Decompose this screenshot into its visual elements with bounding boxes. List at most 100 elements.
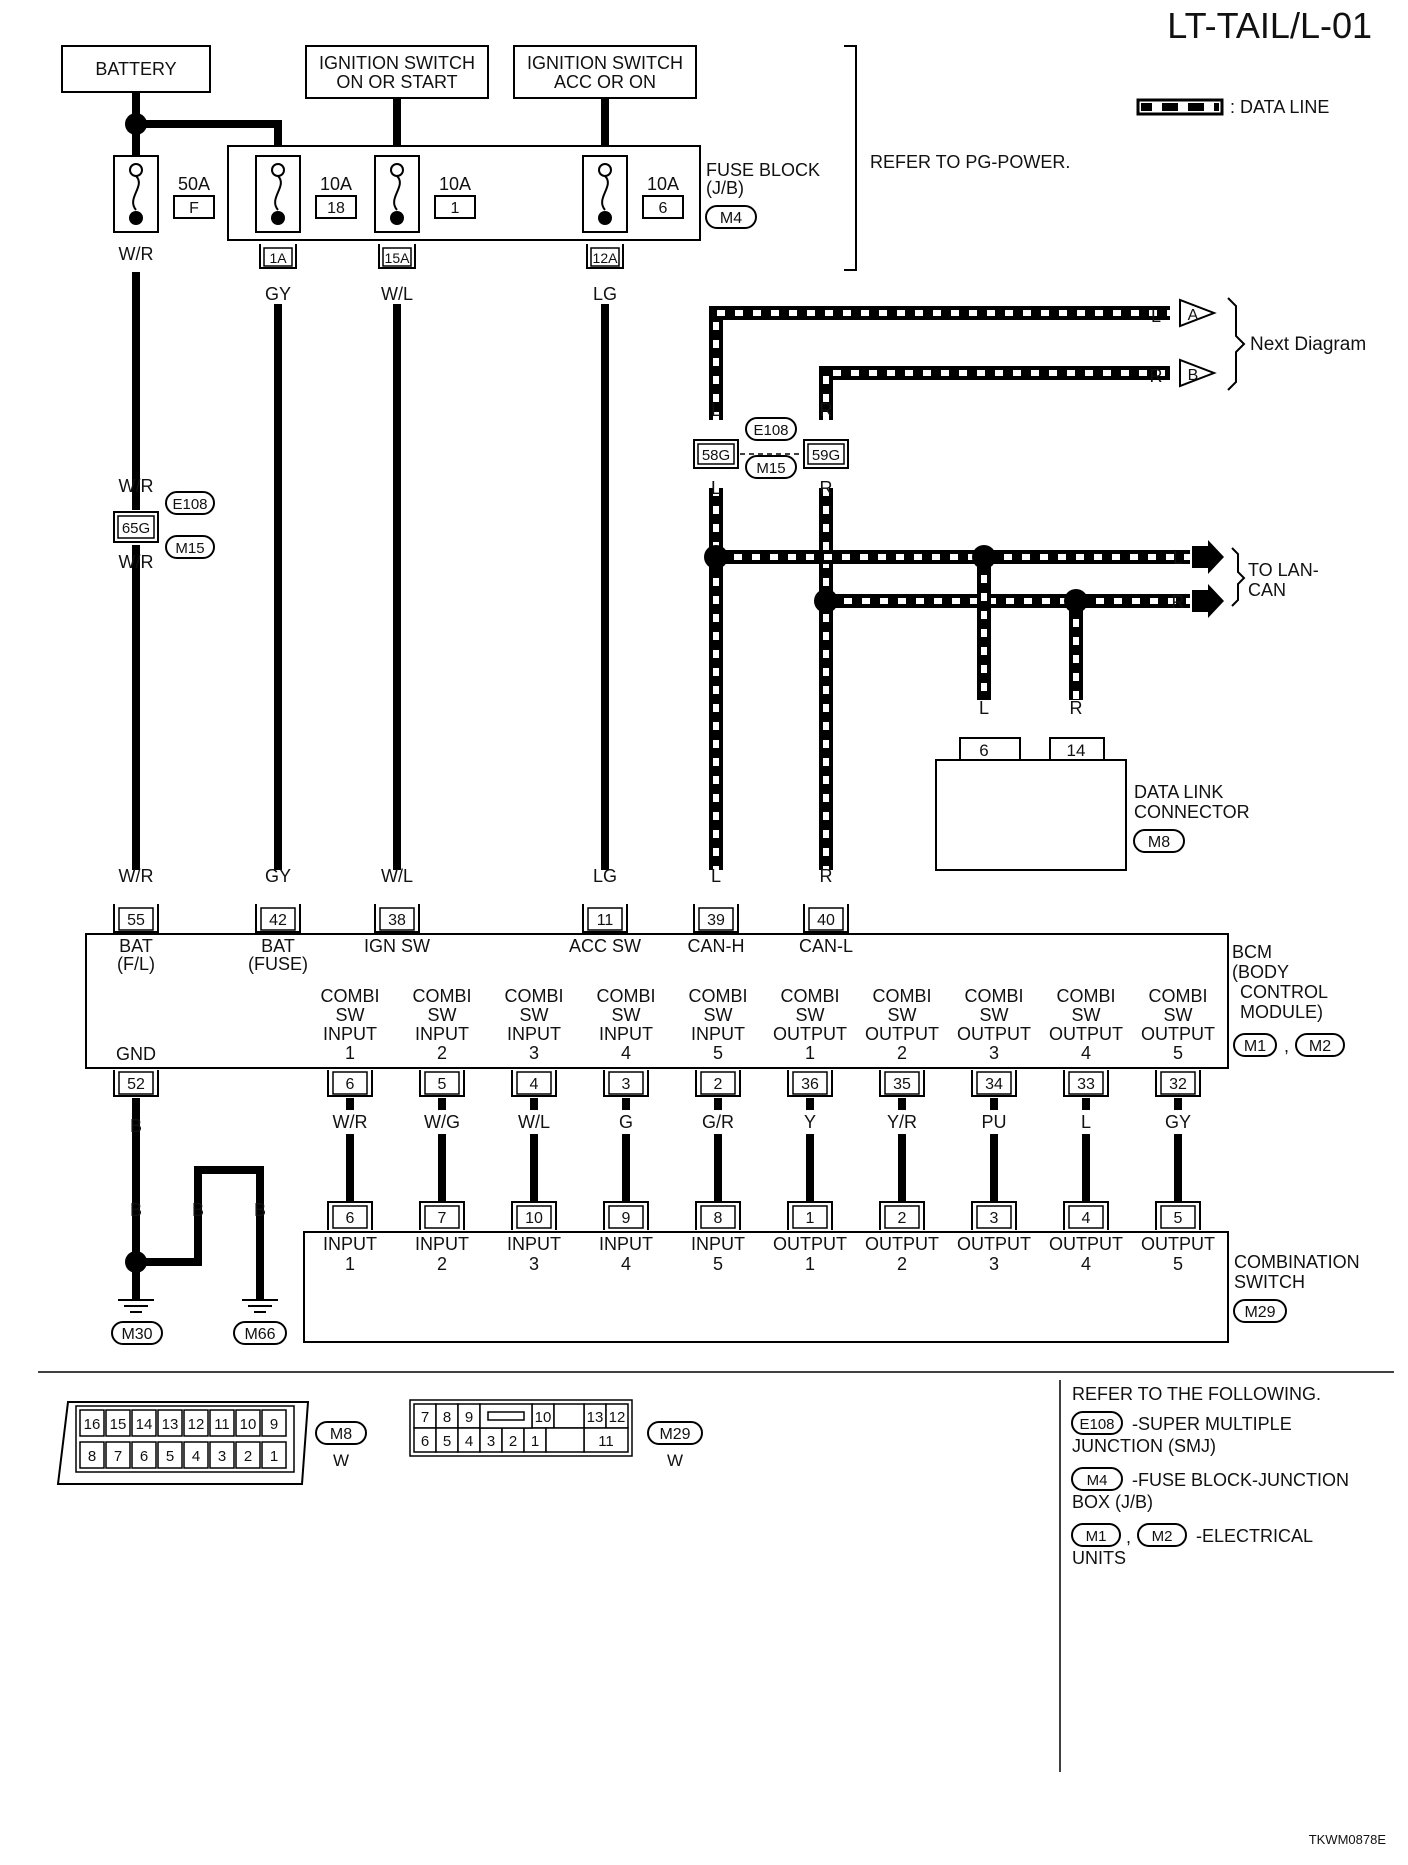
bcm-bottom-pin-name-9-3: 5 <box>1173 1043 1183 1063</box>
combi-pin-name-9-1: 5 <box>1173 1254 1183 1274</box>
m8-pin-label: 16 <box>84 1416 101 1433</box>
bcm-bottom-pin-name-5-0: COMBI <box>780 986 839 1006</box>
ground-section: B B B B M30 M66 <box>111 1098 287 1345</box>
bcm-gnd-pin-num: 52 <box>127 1076 145 1093</box>
bcm-bottom-pin-name-9-1: SW <box>1164 1005 1193 1025</box>
combi-pin-num-6: 2 <box>898 1210 907 1227</box>
combi-pin-num-9: 5 <box>1174 1210 1183 1227</box>
dlc-label-2: CONNECTOR <box>1134 802 1250 822</box>
bcm-top-wire-2: W/L <box>381 866 413 886</box>
bcm-bottom-wire-7: PU <box>981 1112 1006 1132</box>
dlc-code: M8 <box>1148 834 1170 851</box>
refer-m4-text-1: -FUSE BLOCK-JUNCTION <box>1132 1470 1349 1490</box>
can-junction-dot-3 <box>1064 589 1088 613</box>
fuse-terminal-1: 1A <box>269 250 287 266</box>
m8-cell <box>183 1441 209 1469</box>
m8-pin-label: 4 <box>192 1448 200 1465</box>
fuse-id-2: 1 <box>451 200 460 217</box>
bcm-top-wire-0: W/R <box>119 866 154 886</box>
combi-pin-name-9-0: OUTPUT <box>1141 1234 1215 1254</box>
m8-cell <box>235 1441 261 1469</box>
smj-can-code-e108: E108 <box>753 422 788 439</box>
bcm-bottom-wire-2: W/L <box>518 1112 550 1132</box>
m29-bottom-pin-label: 4 <box>465 1433 473 1450</box>
bcm-top-pin-num-3: 11 <box>597 912 614 929</box>
bcm-bottom-pin-name-1-1: SW <box>428 1005 457 1025</box>
bcm-top-pin-name-1-1: (FUSE) <box>248 954 308 974</box>
bcm-bottom-pin-name-0-3: 1 <box>345 1043 355 1063</box>
bcm-bottom-pin-name-6-2: OUTPUT <box>865 1024 939 1044</box>
bcm-bottom-pin-name-2-3: 3 <box>529 1043 539 1063</box>
bcm-bottom-pin-name-8-3: 4 <box>1081 1043 1091 1063</box>
combi-pin-name-3-1: 4 <box>621 1254 631 1274</box>
dlc-label-1: DATA LINK <box>1134 782 1223 802</box>
data-line-legend-label: : DATA LINE <box>1230 97 1329 117</box>
m29-top-pin-label: 12 <box>609 1409 626 1426</box>
bcm-bottom-wire-0: W/R <box>333 1112 368 1132</box>
to-lan-can: L R TO LAN- CAN <box>1172 540 1319 618</box>
bcm-top-pin-name-0-1: (F/L) <box>117 954 155 974</box>
refer-code-m1: M1 <box>1086 1528 1107 1545</box>
combi-pin-name-0-0: INPUT <box>323 1234 377 1254</box>
next-diagram-r: R <box>1150 366 1163 386</box>
m8-pin-label: 13 <box>162 1416 179 1433</box>
bcm-bottom-pin-name-2-1: SW <box>520 1005 549 1025</box>
m29-top-pin-label: 10 <box>535 1409 552 1426</box>
combi-pin-name-1-1: 2 <box>437 1254 447 1274</box>
bcm-bottom-pin-num-7: 34 <box>985 1076 1003 1093</box>
m29-bottom-pin-label: 5 <box>443 1433 451 1450</box>
fuse-block-label-2: (J/B) <box>706 178 744 198</box>
smj-65g: W/R 65G W/R E108 M15 <box>113 476 215 572</box>
wire-label-lg-fuse: LG <box>593 284 617 304</box>
refer-code-e108: E108 <box>1079 1416 1114 1433</box>
ign-acc-on-line2: ACC OR ON <box>554 72 656 92</box>
next-diagram-b: B <box>1188 367 1199 384</box>
m8-cell <box>105 1441 131 1469</box>
fuse-terminal-2: 15A <box>385 250 411 266</box>
combi-pin-num-8: 4 <box>1082 1210 1091 1227</box>
ground-code-m66: M66 <box>244 1326 275 1343</box>
data-line-legend: : DATA LINE <box>1136 97 1329 117</box>
bcm-top-pin-num-1: 42 <box>269 912 287 929</box>
smj-65g-code-e108: E108 <box>172 496 207 513</box>
refer-e108-text-2: JUNCTION (SMJ) <box>1072 1436 1216 1456</box>
dlc-wire-r: R <box>1070 698 1083 718</box>
refer-m1m2-text-1: -ELECTRICAL <box>1196 1526 1313 1546</box>
m29-top-pin-label: 9 <box>465 1409 473 1426</box>
m8-pin-label: 1 <box>270 1448 278 1465</box>
bcm-bottom-wire-4: G/R <box>702 1112 734 1132</box>
bcm-bottom-pin-name-1-0: COMBI <box>412 986 471 1006</box>
smj-65g-code-m15: M15 <box>175 540 204 557</box>
bcm-gnd-name: GND <box>116 1044 156 1064</box>
gnd-wire-b2: B <box>192 1200 204 1220</box>
refer-e108-text-1: -SUPER MULTIPLE <box>1132 1414 1292 1434</box>
combi-pin-num-2: 10 <box>525 1210 543 1227</box>
refer-code-m4: M4 <box>1087 1472 1108 1489</box>
m8-cell <box>261 1441 287 1469</box>
ignition-acc-on-box: IGNITION SWITCH ACC OR ON <box>513 45 697 99</box>
combi-pin-name-8-1: 4 <box>1081 1254 1091 1274</box>
m29-cell <box>583 1427 629 1453</box>
bcm-bottom-pin-name-3-1: SW <box>612 1005 641 1025</box>
bcm-bottom-pin-name-5-1: SW <box>796 1005 825 1025</box>
bcm-bottom-pin-name-4-3: 5 <box>713 1043 723 1063</box>
smj-58g-l-top: L <box>711 400 721 420</box>
next-diagram-label: Next Diagram <box>1250 334 1366 355</box>
combi-pin-name-6-1: 2 <box>897 1254 907 1274</box>
bcm-bottom-wire-1: W/G <box>424 1112 460 1132</box>
m29-bottom-pin-label: 2 <box>509 1433 517 1450</box>
bcm-bottom-pin-name-2-2: INPUT <box>507 1024 561 1044</box>
bcm-bottom-pin-name-6-1: SW <box>888 1005 917 1025</box>
bcm-code-sep: , <box>1284 1036 1289 1056</box>
bcm-bottom-pin-name-9-2: OUTPUT <box>1141 1024 1215 1044</box>
m29-bottom-pin-label: 3 <box>487 1433 495 1450</box>
